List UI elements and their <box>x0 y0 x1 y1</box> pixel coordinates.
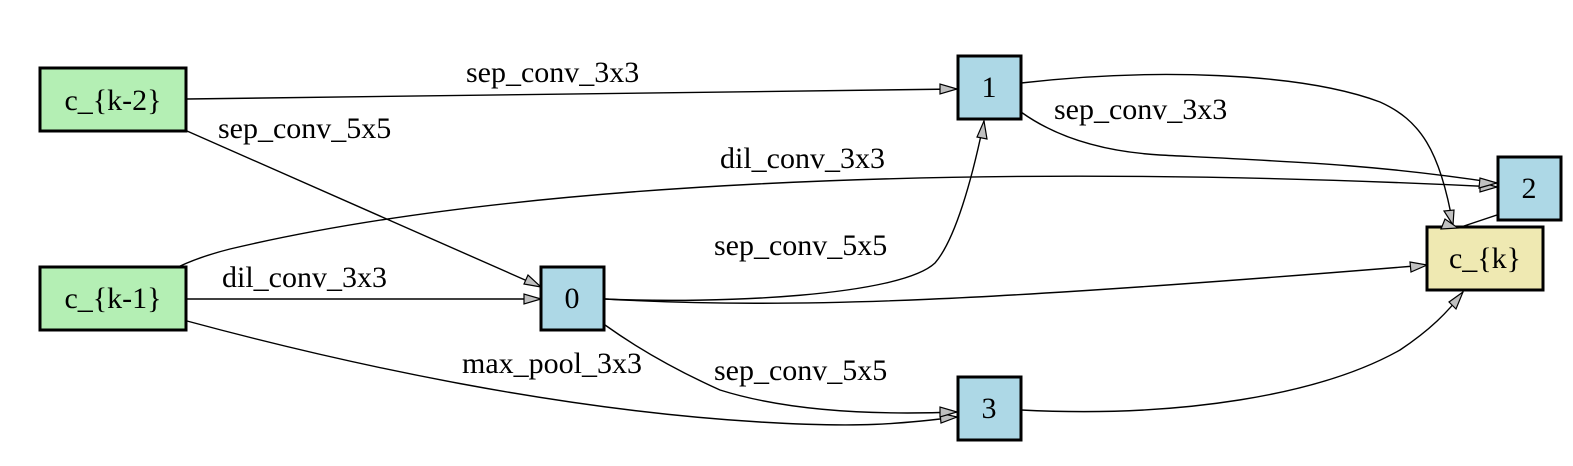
edge-2-to-ck-arrowhead <box>1440 218 1460 230</box>
node-1: 1 <box>956 54 1023 121</box>
edge-0-to-ck <box>604 264 1428 304</box>
edge-1-to-ck <box>1020 73 1454 226</box>
node-3: 3 <box>956 375 1023 442</box>
edge-3-to-ck <box>1020 291 1464 413</box>
edge-0-to-ck-arrowhead <box>1409 261 1430 273</box>
edge-label-ck2-to-1: sep_conv_3x3 <box>466 56 639 89</box>
node-0-box <box>539 265 606 332</box>
edge-ck1-to-0-arrowhead <box>523 293 544 305</box>
edge-ck2-to-0-arrowhead <box>523 273 543 288</box>
edge-label-1-to-2: sep_conv_3x3 <box>1054 93 1227 126</box>
edge-label-ck1-to-3: max_pool_3x3 <box>462 347 642 380</box>
edge-label-ck1-to-0: dil_conv_3x3 <box>222 261 387 294</box>
edge-1-to-ck-arrowhead <box>1442 209 1455 227</box>
node-c-k-minus-2-box <box>38 66 188 133</box>
edge-3-to-ck-arrowhead <box>1448 290 1465 311</box>
node-3-box <box>956 375 1023 442</box>
edge-0-to-3-arrowhead <box>939 406 960 418</box>
edge-1-to-2-arrowhead <box>1478 177 1500 189</box>
node-c-k-box <box>1425 225 1545 292</box>
edge-label-ck1-to-2: dil_conv_3x3 <box>720 142 885 175</box>
edge-0-to-1-arrowhead <box>976 118 988 140</box>
edge-1-to-2 <box>1020 111 1498 184</box>
node-3-label: 3 <box>982 392 997 425</box>
node-c-k-minus-2-label: c_{k-2} <box>64 84 161 117</box>
edge-ck2-to-1 <box>186 88 958 100</box>
node-2: 2 <box>1496 155 1563 222</box>
edge-label-0-to-3: sep_conv_5x5 <box>714 354 887 387</box>
node-1-label: 1 <box>982 71 997 104</box>
node-2-box <box>1496 155 1563 222</box>
node-0-label: 0 <box>565 282 580 315</box>
node-c-k-label: c_{k} <box>1449 242 1521 275</box>
node-c-k: c_{k} <box>1425 225 1545 292</box>
edge-0-to-1 <box>604 120 985 302</box>
edge-label-0-to-1: sep_conv_5x5 <box>714 229 887 262</box>
node-c-k-minus-1: c_{k-1} <box>38 265 188 332</box>
node-c-k-minus-2: c_{k-2} <box>38 66 188 133</box>
node-c-k-minus-1-box <box>38 265 188 332</box>
node-c-k-minus-1-label: c_{k-1} <box>64 282 161 315</box>
edge-ck2-to-1-arrowhead <box>939 83 960 95</box>
edge-ck1-to-3 <box>186 320 958 426</box>
node-0: 0 <box>539 265 606 332</box>
node-2-label: 2 <box>1522 172 1537 205</box>
edge-ck1-to-2 <box>177 175 1498 268</box>
edge-ck2-to-0 <box>186 130 542 288</box>
node-1-box <box>956 54 1023 121</box>
edge-0-to-3 <box>604 324 958 414</box>
edge-label-ck2-to-0: sep_conv_5x5 <box>218 112 391 145</box>
